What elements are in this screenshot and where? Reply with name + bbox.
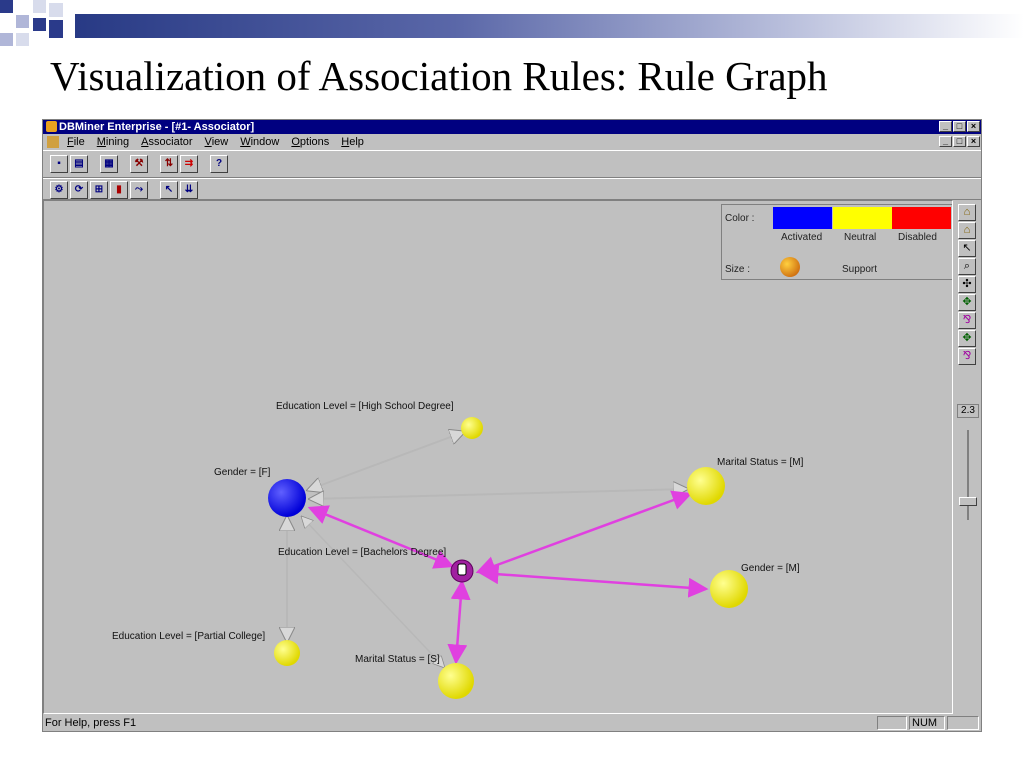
wizard-icon[interactable]: ⚒ [130, 155, 148, 173]
home-alt-icon[interactable]: ⌂ [958, 222, 976, 239]
rule-query-icon[interactable]: ↖ [160, 181, 178, 199]
zoom-value: 2.3 [957, 404, 979, 418]
app-icon [46, 121, 57, 132]
export-icon[interactable]: ⇉ [180, 155, 198, 173]
pointer-icon[interactable]: ↖ [958, 240, 976, 257]
legend-size-label: Size : [725, 264, 751, 275]
rule-graph-svg [268, 417, 748, 699]
legend-disabled-label: Disabled [898, 232, 937, 243]
node-label-gender-m: Gender = [M] [741, 563, 800, 574]
rule-graph-canvas[interactable]: Education Level = [High School Degree] G… [43, 200, 953, 714]
node-marital-s [438, 663, 474, 699]
slide-title: Visualization of Association Rules: Rule… [50, 53, 828, 99]
close-button[interactable]: × [967, 121, 980, 132]
menu-file[interactable]: File [67, 136, 85, 148]
edge-bachelors-marital-m [475, 490, 693, 576]
node-label-gender-f: Gender = [F] [214, 467, 271, 478]
document-icon[interactable] [47, 136, 59, 148]
app-window: DBMiner Enterprise - [#1- Associator] _ … [42, 119, 982, 732]
legend-neutral-label: Neutral [844, 232, 877, 243]
help-icon[interactable]: ? [210, 155, 228, 173]
slide-top-bar [75, 14, 1024, 38]
minimize-button[interactable]: _ [939, 121, 952, 132]
menu-associator[interactable]: Associator [141, 136, 193, 148]
main-toolbar: ▪ ▤ ▦ ⚒ ⇅ ⇉ ? [43, 150, 981, 178]
sort-icon[interactable]: ⇅ [160, 155, 178, 173]
node-partial-college [274, 640, 300, 666]
menu-window[interactable]: Window [240, 136, 280, 148]
edge-bachelors-gender-m [478, 564, 709, 598]
pan-alt-icon[interactable]: ✥ [958, 330, 976, 347]
rule-alt-icon[interactable]: ⅋ [958, 348, 976, 365]
status-panel-3 [947, 716, 979, 730]
pan-icon[interactable]: ✥ [958, 294, 976, 311]
legend-swatch-disabled [892, 207, 951, 229]
menu-options[interactable]: Options [291, 136, 330, 148]
graph-icon[interactable]: ⤳ [130, 181, 148, 199]
move-icon[interactable]: ✣ [958, 276, 976, 293]
status-bar: For Help, press F1 NUM [43, 715, 981, 731]
edge-bachelors-gender-f [307, 505, 455, 569]
list-icon[interactable]: ⇊ [180, 181, 198, 199]
secondary-toolbar: ⚙ ⟳ ⊞ ▮ ⤳ ↖ ⇊ [43, 178, 981, 200]
edge-gender-f-marital-m [310, 489, 687, 499]
right-toolbar: ⌂ ⌂ ↖ ⌕ ✣ ✥ ⅋ ✥ ⅋ 2.3 [955, 200, 981, 714]
home-icon[interactable]: ⌂ [958, 204, 976, 221]
edge-bachelors-marital-s [447, 579, 471, 665]
maximize-button[interactable]: □ [953, 121, 966, 132]
node-marital-m [687, 467, 725, 505]
print-icon[interactable]: ▤ [70, 155, 88, 173]
node-label-bachelors: Education Level = [Bachelors Degree] [278, 547, 447, 558]
status-num: NUM [909, 716, 945, 730]
legend-support-sphere [780, 257, 800, 277]
menu-view[interactable]: View [204, 136, 229, 148]
legend-color-label: Color : [725, 213, 755, 224]
legend-swatch-activated [773, 207, 832, 229]
node-label-high-school: Education Level = [High School Degree] [276, 401, 454, 412]
status-help-text: For Help, press F1 [45, 717, 137, 729]
edge-gender-f-high-school [308, 432, 464, 490]
node-label-marital-m: Marital Status = [M] [717, 457, 804, 468]
menu-mining[interactable]: Mining [96, 136, 130, 148]
menu-bar: File Mining Associator View Window Optio… [43, 134, 981, 150]
node-label-marital-s: Marital Status = [S] [355, 654, 440, 665]
node-high-school [461, 417, 483, 439]
legend-swatch-neutral [833, 207, 892, 229]
properties-icon[interactable]: ▦ [100, 155, 118, 173]
settings-icon[interactable]: ⚙ [50, 181, 68, 199]
zoom-icon[interactable]: ⌕ [958, 258, 976, 275]
legend-panel: Color : Activated Neutral Disabled Size … [721, 204, 952, 280]
mdi-restore-button[interactable]: □ [953, 136, 966, 147]
grid-icon[interactable]: ⊞ [90, 181, 108, 199]
node-gender-m [710, 570, 748, 608]
window-title: DBMiner Enterprise - [#1- Associator] [59, 121, 255, 133]
window-titlebar[interactable]: DBMiner Enterprise - [#1- Associator] _ … [43, 120, 981, 134]
status-panel-1 [877, 716, 907, 730]
node-gender-f [268, 479, 306, 517]
mdi-close-button[interactable]: × [967, 136, 980, 147]
node-label-partial-college: Education Level = [Partial College] [112, 631, 266, 642]
legend-support-label: Support [842, 264, 878, 275]
rule-icon[interactable]: ⅋ [958, 312, 976, 329]
refresh-icon[interactable]: ⟳ [70, 181, 88, 199]
legend-activated-label: Activated [781, 232, 823, 243]
bar-chart-icon[interactable]: ▮ [110, 181, 128, 199]
save-icon[interactable]: ▪ [50, 155, 68, 173]
zoom-slider-thumb[interactable] [959, 497, 977, 506]
zoom-slider-track[interactable] [967, 430, 969, 520]
mdi-minimize-button[interactable]: _ [939, 136, 952, 147]
edge-gender-f-marital-s [302, 517, 444, 667]
menu-help[interactable]: Help [341, 136, 364, 148]
